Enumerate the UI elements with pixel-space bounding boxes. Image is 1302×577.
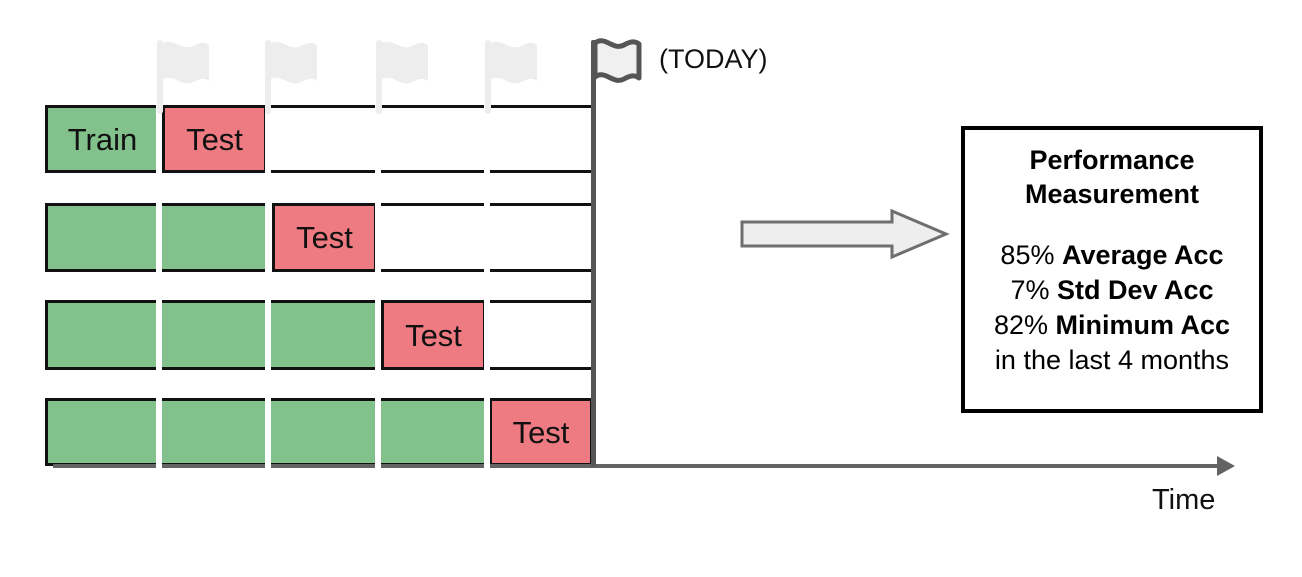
performance-footer: in the last 4 months	[994, 344, 1230, 375]
today-label: (TODAY)	[659, 44, 768, 74]
pole-gap-3	[375, 100, 381, 472]
stat-value-stddev: 7%	[1010, 274, 1050, 305]
performance-measurement-box: Performance Measurement 85% Average Acc …	[961, 126, 1263, 413]
future-cell-1-3	[270, 105, 377, 173]
month-flag-icon-2	[261, 36, 321, 114]
test-block-label-4: Test	[512, 414, 570, 450]
performance-title-line1: Performance	[1029, 145, 1195, 175]
month-flag-icon-4	[481, 36, 541, 114]
stat-label-stddev: Std Dev Acc	[1056, 274, 1214, 305]
test-block-label-2: Test	[296, 220, 353, 255]
stat-row-average: 85% Average Acc	[994, 238, 1230, 273]
pole-gap-1	[156, 100, 162, 472]
future-cell-1-4	[380, 105, 486, 173]
test-block-4: Test	[489, 398, 593, 466]
stat-label-average: Average Acc	[1061, 239, 1224, 270]
stat-value-average: 85%	[1000, 239, 1055, 270]
pole-gap-2	[265, 100, 271, 472]
test-block-1: Test	[162, 105, 267, 173]
flow-block-arrow-right-icon	[740, 208, 950, 265]
month-flag-icon-1	[153, 36, 213, 114]
today-flag-icon	[586, 34, 642, 90]
performance-title: Performance Measurement	[1025, 144, 1199, 212]
test-block-label-1: Test	[186, 121, 243, 157]
stat-label-minimum: Minimum Acc	[1055, 309, 1231, 340]
test-block-label-3: Test	[405, 317, 462, 353]
pole-gap-4	[484, 100, 490, 472]
future-cell-2-5	[489, 203, 593, 272]
future-cell-1-5	[489, 105, 593, 173]
train-block-label-1: Train	[67, 121, 138, 157]
future-cell-3-5	[489, 300, 593, 370]
test-block-3: Test	[381, 300, 486, 370]
test-block-2: Test	[272, 203, 377, 272]
performance-stats: 85% Average Acc 7% Std Dev Acc 82% Minim…	[994, 238, 1230, 378]
stat-value-minimum: 82%	[993, 309, 1048, 340]
stat-row-stddev: 7% Std Dev Acc	[994, 273, 1230, 308]
month-flag-icon-3	[372, 36, 432, 114]
time-axis-label: Time	[1152, 484, 1216, 516]
today-pole	[591, 40, 596, 467]
train-block-3	[45, 300, 378, 370]
stat-row-minimum: 82% Minimum Acc	[994, 308, 1230, 343]
performance-title-line2: Measurement	[1024, 178, 1200, 209]
future-cell-2-4	[380, 203, 486, 272]
train-block-1: Train	[45, 105, 160, 173]
time-axis-arrow-right-icon	[1217, 456, 1235, 476]
time-axis-line	[53, 464, 1219, 468]
